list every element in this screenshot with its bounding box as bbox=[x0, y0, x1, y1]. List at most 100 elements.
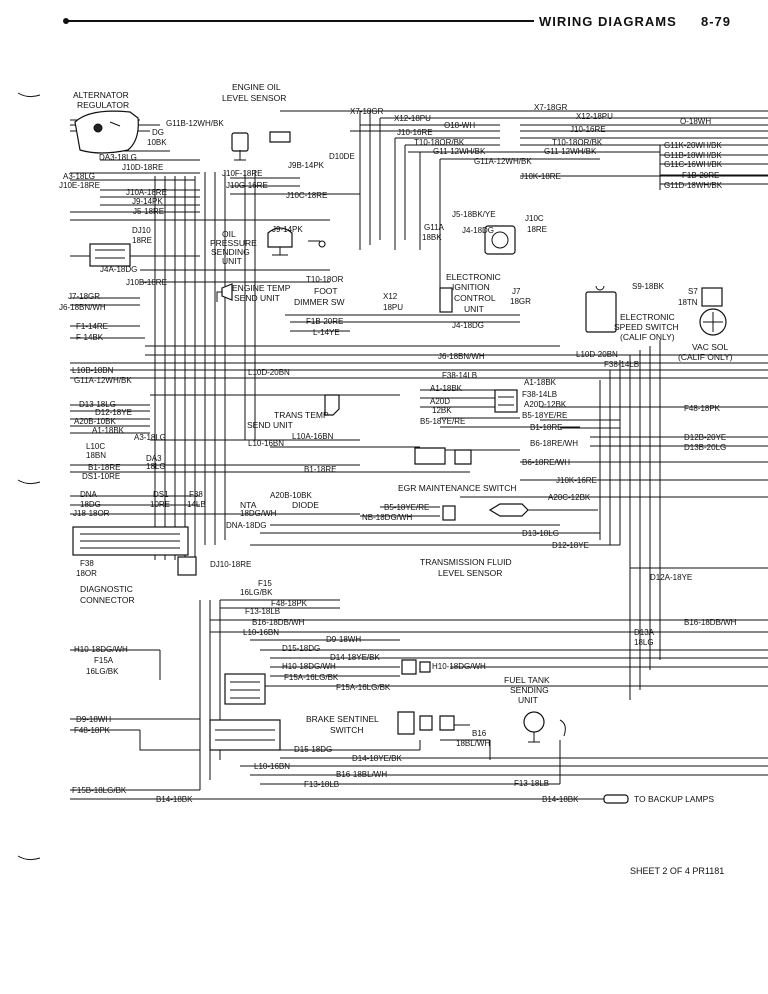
wire-label: F38-14LB bbox=[442, 371, 477, 380]
alternator-regulator-label: REGULATOR bbox=[77, 100, 129, 110]
fuel-tank-sending-unit-label: SENDING bbox=[510, 685, 549, 695]
brake-sentinel-switch-label: SWITCH bbox=[330, 725, 364, 735]
wire-label: 18PU bbox=[383, 303, 403, 312]
electronic-speed-switch-label: (CALIF ONLY) bbox=[620, 332, 675, 342]
wire-label: DJ10-18RE bbox=[210, 560, 251, 569]
wire-label: 18BK bbox=[422, 233, 442, 242]
wire-label: 18RE bbox=[527, 225, 547, 234]
trans-temp-send-unit-component bbox=[324, 394, 340, 416]
wire-label: 12BK bbox=[432, 406, 452, 415]
trans-temp-send-unit-label: SEND UNIT bbox=[247, 420, 293, 430]
engine-oil-level-sensor-label: LEVEL SENSOR bbox=[222, 93, 286, 103]
wire-label: F38-14LB bbox=[522, 390, 557, 399]
wire-label: J10G-16RE bbox=[226, 181, 268, 190]
electronic-speed-switch-label: ELECTRONIC bbox=[620, 312, 675, 322]
wire-label: J7 bbox=[512, 287, 521, 296]
wire-label: F48-18PK bbox=[74, 726, 111, 735]
wire-label: J10F-18RE bbox=[222, 169, 262, 178]
wire-label: H10-18DG/WH bbox=[432, 662, 486, 671]
wire-label: F13-18LB bbox=[245, 607, 280, 616]
wire-label: B5-18YE/RE bbox=[522, 411, 567, 420]
wire-label: J4-18DG bbox=[452, 321, 484, 330]
wire-label: F-14BK bbox=[76, 333, 104, 342]
wire-label: D9-18WH bbox=[326, 635, 361, 644]
wire-label: D14-18YE/BK bbox=[352, 754, 402, 763]
component-labels: ALTERNATOR REGULATOR ENGINE OIL LEVEL SE… bbox=[73, 82, 733, 804]
wire-label: L10-16BN bbox=[248, 439, 284, 448]
wire-label: G11B-18WH/BK bbox=[664, 151, 722, 160]
alternator-regulator-component bbox=[74, 110, 139, 154]
wire-label: J9B-14PK bbox=[288, 161, 325, 170]
brake-sentinel-switch-component bbox=[397, 711, 455, 735]
wire-label: DA3 bbox=[146, 454, 162, 463]
wire-label: J10E-18RE bbox=[59, 181, 100, 190]
diagnostic-connector-component bbox=[72, 526, 197, 576]
oil-pressure-sending-unit-component bbox=[267, 227, 326, 256]
backup-lamps-label: TO BACKUP LAMPS bbox=[634, 794, 714, 804]
wire-label: DS1 bbox=[153, 490, 169, 499]
fuel-tank-sending-unit-label: FUEL TANK bbox=[504, 675, 550, 685]
wire-label: A3-18LG bbox=[63, 172, 95, 181]
wire-label: L10D-20BN bbox=[576, 350, 618, 359]
wire-label: J9-14PK bbox=[272, 225, 303, 234]
wire-label: X12 bbox=[383, 292, 398, 301]
wire-label: X12-18PU bbox=[394, 114, 431, 123]
wire-label: J10-16RE bbox=[397, 128, 433, 137]
wire-label: DJ10 bbox=[132, 226, 151, 235]
wire-label: J10C-18RE bbox=[286, 191, 327, 200]
electronic-speed-switch-label: SPEED SWITCH bbox=[614, 322, 679, 332]
wire-label: D9-18WH bbox=[76, 715, 111, 724]
wire-label: B14-18BK bbox=[156, 795, 193, 804]
egr-maintenance-switch-label: EGR MAINTENANCE SWITCH bbox=[398, 483, 517, 493]
wire-label: 16LG/BK bbox=[240, 588, 273, 597]
engine-temp-send-unit-label: ENGINE TEMP bbox=[232, 283, 291, 293]
wire-label: S9-18BK bbox=[632, 282, 665, 291]
wire-label: B16-18DB/WH bbox=[684, 618, 737, 627]
nta-diode-component bbox=[442, 503, 598, 521]
wire-label: H10-18DG/WH bbox=[74, 645, 128, 654]
wire-label: B1-18RE bbox=[88, 463, 120, 472]
nta-diode-label: DIODE bbox=[292, 500, 319, 510]
ignition-control-unit-label: CONTROL bbox=[454, 293, 496, 303]
wire-label: 18DG/WH bbox=[240, 509, 277, 518]
wire-label: A20C-12BK bbox=[548, 493, 591, 502]
wire-label: B16-18BL/WH bbox=[336, 770, 387, 779]
wire-labels: G11B-12WH/BK DG 10BK DA3-18LG J10D-18RE … bbox=[59, 103, 737, 804]
oil-pressure-sending-unit-label: SENDING bbox=[211, 247, 250, 257]
wire-label: 18GR bbox=[510, 297, 531, 306]
wire-label: D12-18YE bbox=[552, 541, 589, 550]
oil-pressure-sending-unit-label: PRESSURE bbox=[210, 238, 257, 248]
wire-label: X12-18PU bbox=[576, 112, 613, 121]
wire-label: F13-18LB bbox=[304, 780, 339, 789]
wire-label: D13B-20LG bbox=[684, 443, 726, 452]
wire-label: 18LG bbox=[634, 638, 654, 647]
engine-oil-level-sensor-component bbox=[231, 131, 291, 161]
wire-label: J10K-16RE bbox=[556, 476, 597, 485]
wire-label: O18-WH bbox=[444, 121, 475, 130]
wire-label: D13-18LG bbox=[79, 400, 116, 409]
wire-label: 18TN bbox=[678, 298, 698, 307]
wire-label: X7-18GR bbox=[534, 103, 568, 112]
wire-label: L10B-18BN bbox=[72, 366, 114, 375]
fuse-connector-blocks bbox=[209, 659, 431, 751]
wire-label: A20D bbox=[430, 397, 450, 406]
transmission-fluid-level-sensor-label: LEVEL SENSOR bbox=[438, 568, 502, 578]
wire-label: G11A bbox=[424, 223, 445, 232]
wire-label: G11A-12WH/BK bbox=[74, 376, 132, 385]
header-title: WIRING DIAGRAMS bbox=[539, 14, 677, 29]
diagnostic-connector-label: DIAGNOSTIC bbox=[80, 584, 133, 594]
backup-lamps-connector bbox=[603, 794, 629, 804]
wire-label: G11A-12WH/BK bbox=[474, 157, 532, 166]
wire-label: J10D-18RE bbox=[122, 163, 163, 172]
wire-label: 18DG bbox=[80, 500, 101, 509]
wire-label: F13-18LB bbox=[514, 779, 549, 788]
margin-mark-1 bbox=[17, 92, 41, 98]
wire-label: F15A-16LG/BK bbox=[336, 683, 391, 692]
vac-sol-label: VAC SOL bbox=[692, 342, 728, 352]
wire-label: DNA-18DG bbox=[226, 521, 266, 530]
wire-label: F15A bbox=[94, 656, 114, 665]
wire-label: A1-18BK bbox=[92, 426, 125, 435]
wire-label: J10-16RE bbox=[570, 125, 606, 134]
wire-label: D13A bbox=[634, 628, 655, 637]
wire-label: F38 bbox=[189, 490, 203, 499]
